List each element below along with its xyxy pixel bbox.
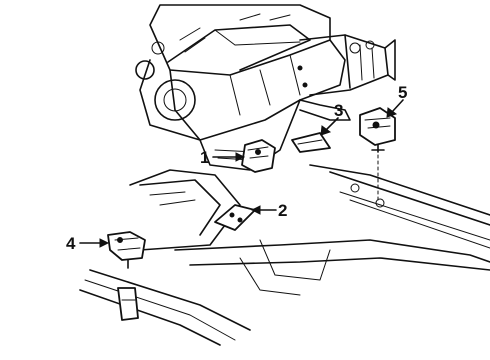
part-1-engine-mount (241, 139, 276, 173)
part-4-mount (107, 231, 146, 269)
part-5-transmission-mount (359, 107, 396, 201)
leader-arrows (79, 99, 404, 248)
engine-assembly (135, 4, 396, 171)
part-3-engine-mount (291, 132, 331, 153)
vehicle-frame (79, 164, 490, 346)
callout-5: 5 (398, 83, 407, 102)
callout-1: 1 (200, 148, 209, 167)
part-2-mount-plate (214, 204, 256, 231)
callout-2: 2 (278, 201, 287, 220)
callout-4: 4 (66, 234, 76, 253)
callout-3: 3 (334, 101, 343, 120)
